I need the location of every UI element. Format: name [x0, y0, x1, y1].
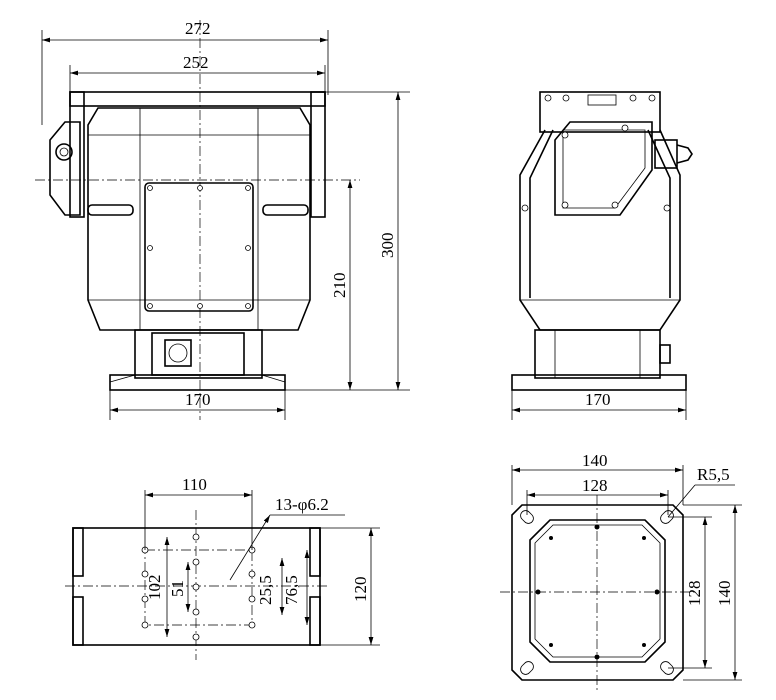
- dim-170-front: 170: [185, 390, 211, 409]
- front-view: 272 252 300 210 170: [35, 19, 410, 420]
- dim-272: 272: [185, 19, 211, 38]
- dim-128-top: 128: [582, 476, 608, 495]
- dim-128-side: 128: [685, 581, 704, 607]
- dim-210: 210: [330, 273, 349, 299]
- dim-300: 300: [378, 233, 397, 259]
- dim-140-side: 140: [715, 581, 734, 607]
- flange-view: 140 128 R5,5 128 140: [500, 451, 742, 690]
- dim-76-5: 76,5: [282, 575, 301, 605]
- bottom-view: 110 13-φ6.2 102 51 25,5 76,5 120: [65, 475, 380, 660]
- dim-110: 110: [182, 475, 207, 494]
- dim-102: 102: [145, 575, 164, 601]
- dim-51: 51: [168, 580, 187, 597]
- dim-120: 120: [351, 577, 370, 603]
- radius-label: R5,5: [697, 465, 730, 484]
- dim-140-top: 140: [582, 451, 608, 470]
- side-view: 170: [511, 91, 693, 420]
- dim-25-5: 25,5: [256, 575, 275, 605]
- hole-spec-label: 13-φ6.2: [275, 495, 329, 514]
- dim-252: 252: [183, 53, 209, 72]
- dim-170-side: 170: [585, 390, 611, 409]
